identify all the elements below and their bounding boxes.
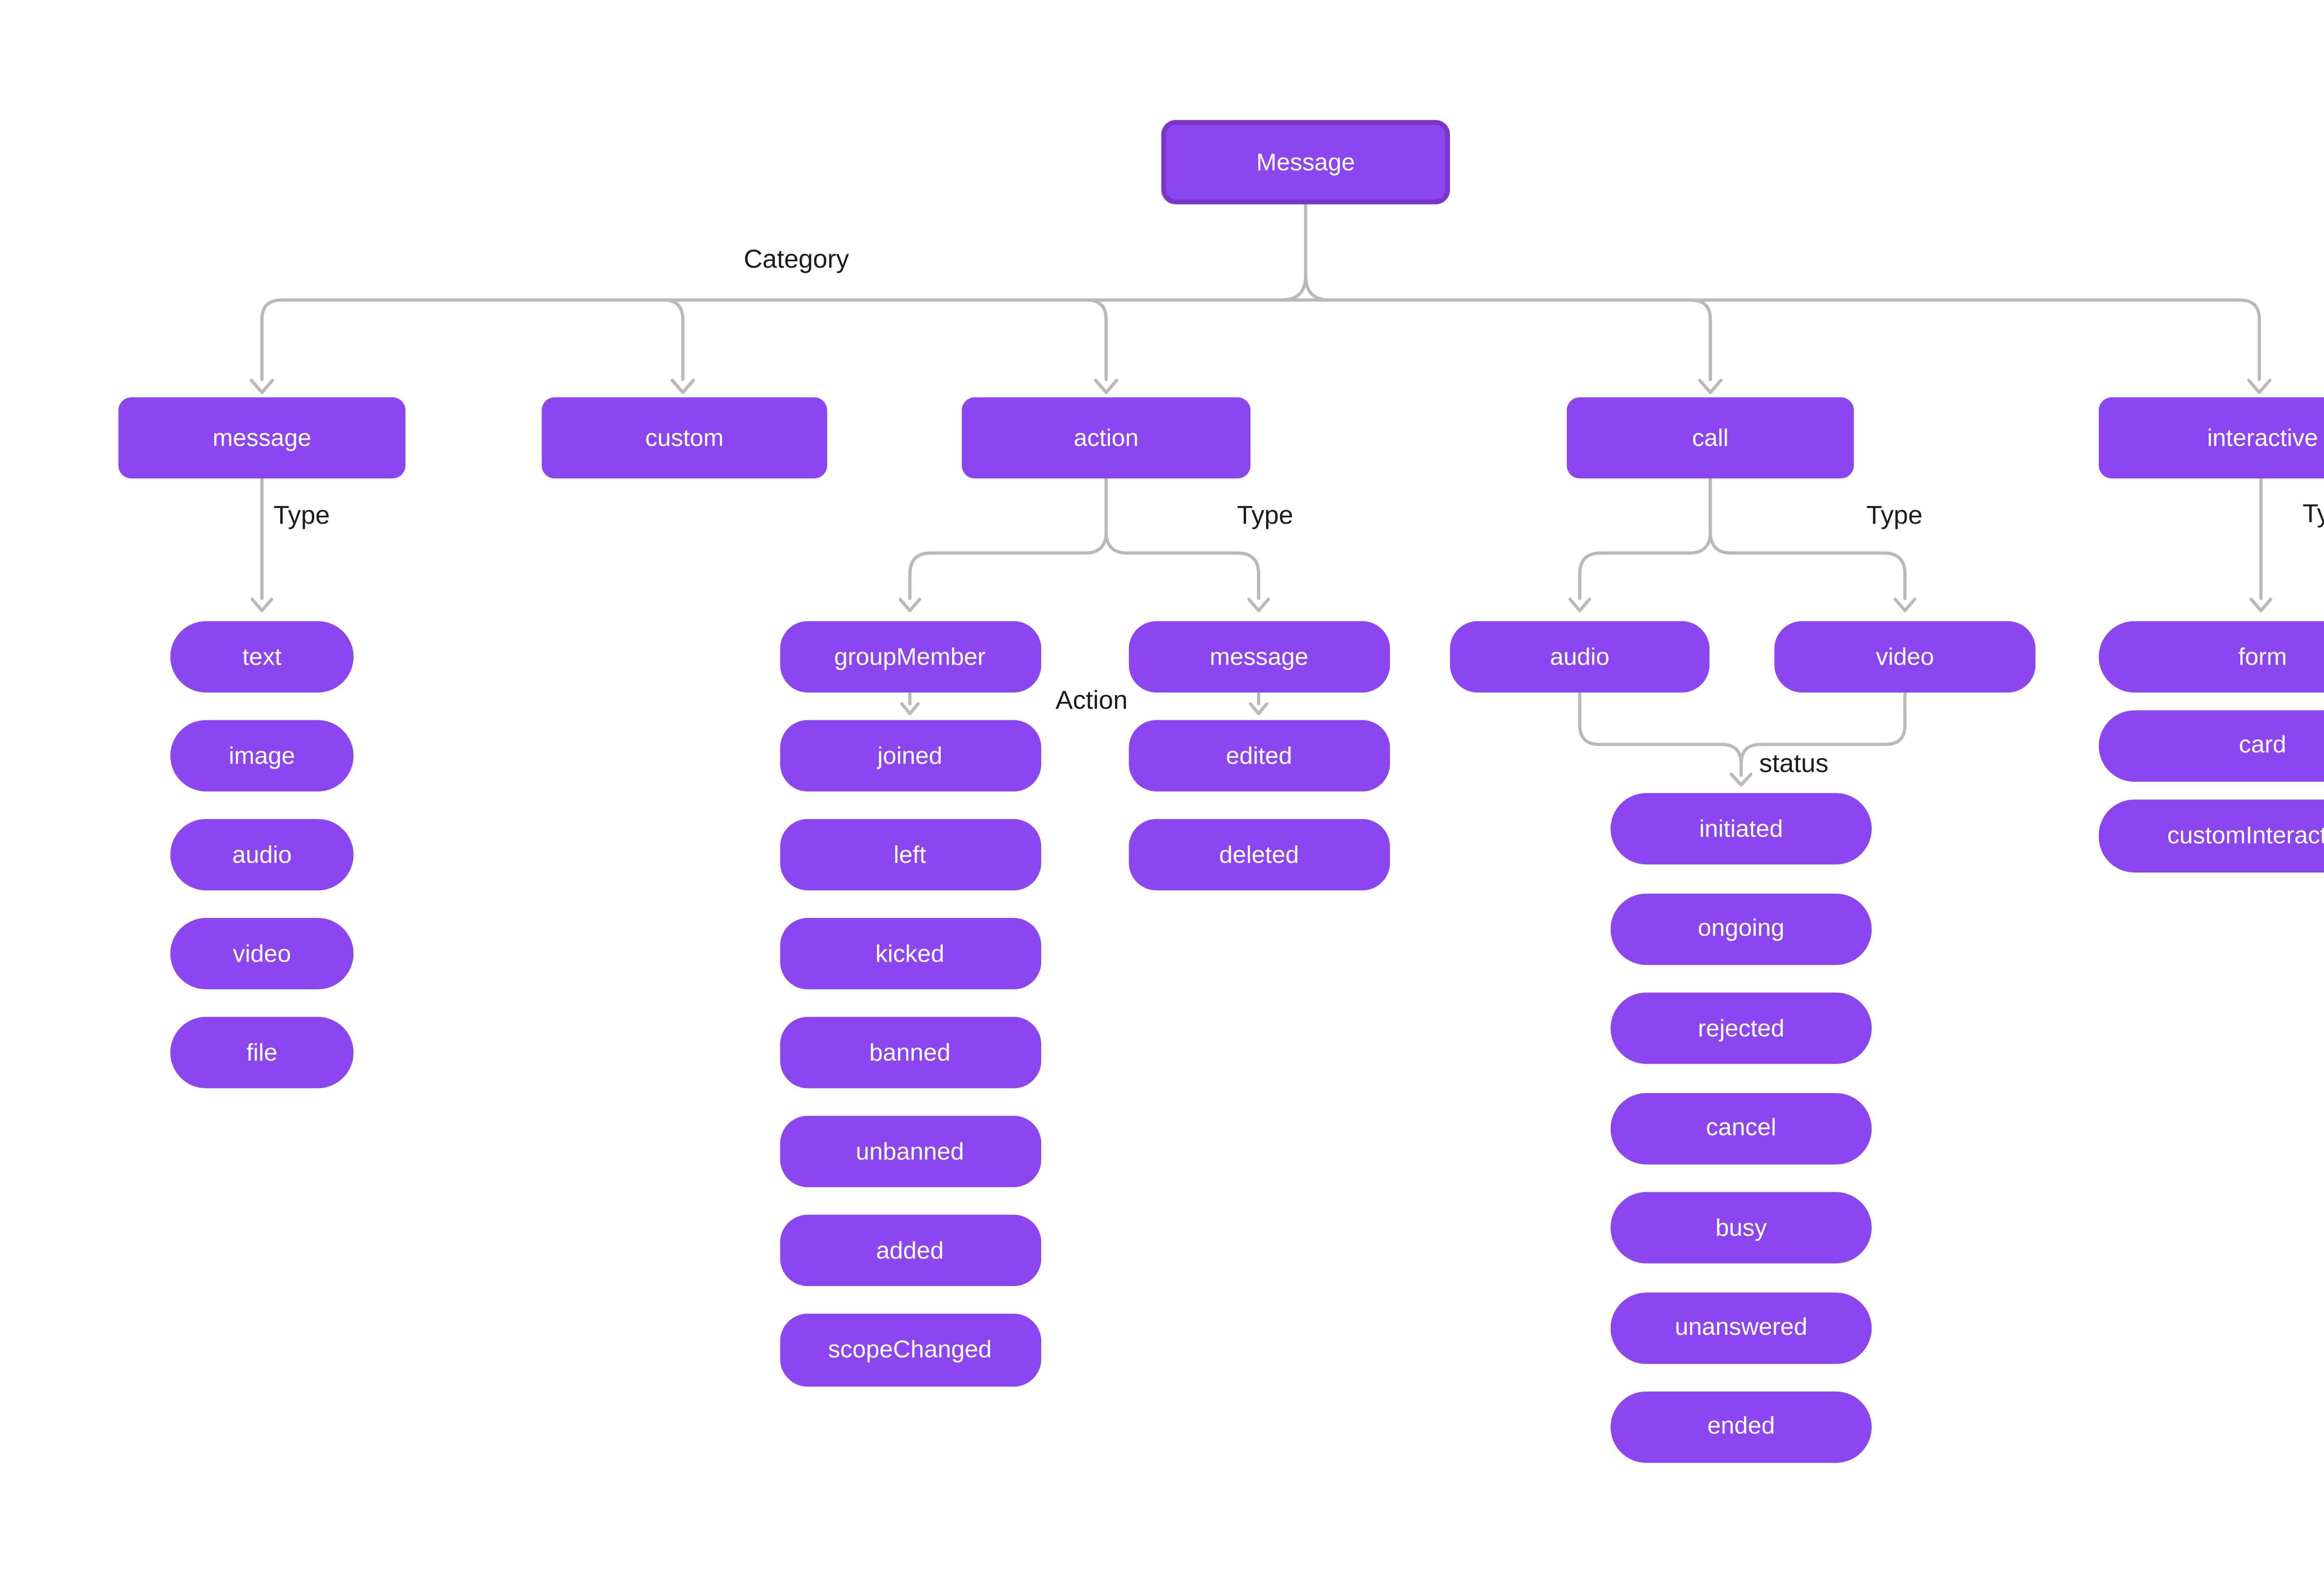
arrowhead — [1698, 378, 1723, 394]
arrowhead — [1247, 597, 1270, 613]
edge-action-split-right — [1104, 476, 1261, 600]
node-interactive-type-card: card — [2099, 709, 2324, 781]
node-call-type-video: video — [1774, 621, 2036, 693]
edge-call-merge-right — [1739, 691, 1907, 766]
edge-call-split-right — [1709, 476, 1907, 600]
edge-label-type-interactive: Type — [2302, 501, 2324, 529]
node-groupmember-action-left: left — [779, 819, 1041, 890]
node-message-type-audio: audio — [170, 819, 354, 890]
node-groupmember-action-scopechanged: scopeChanged — [779, 1313, 1041, 1387]
edge-call-merge-left — [1578, 691, 1743, 766]
arrowhead — [898, 597, 922, 613]
node-message-type-video: video — [170, 918, 354, 989]
arrowhead — [1730, 772, 1753, 787]
edge-root-flare-right — [1304, 274, 1332, 302]
arrowhead — [1568, 597, 1591, 613]
node-message-type-text: text — [170, 621, 354, 693]
edge-category-rail — [260, 298, 2261, 321]
arrowhead — [670, 378, 695, 394]
node-message-type-image: image — [170, 720, 354, 792]
node-groupmember-action-banned: banned — [779, 1016, 1041, 1088]
node-action-type-groupmember: groupMember — [779, 621, 1041, 693]
node-groupmember-action-added: added — [779, 1214, 1041, 1286]
node-category-call: call — [1566, 397, 1854, 479]
arrowhead — [1248, 702, 1268, 715]
node-call-status-busy: busy — [1611, 1192, 1872, 1264]
node-call-status-rejected: rejected — [1611, 992, 1872, 1064]
node-action-type-message: message — [1128, 621, 1390, 693]
edge-drop-call — [1689, 298, 1712, 382]
arrowhead — [900, 702, 920, 715]
node-groupmember-action-unbanned: unbanned — [779, 1115, 1041, 1187]
edge-drop-custom — [661, 298, 685, 382]
edge-drop-action — [1085, 298, 1108, 382]
arrowhead — [2247, 378, 2272, 394]
arrowhead — [251, 597, 273, 613]
node-call-status-cancel: cancel — [1611, 1092, 1872, 1164]
edge-action-split-left — [908, 476, 1108, 600]
node-call-status-ongoing: ongoing — [1611, 892, 1872, 964]
node-message-action-deleted: deleted — [1128, 819, 1390, 890]
arrowhead — [2249, 597, 2272, 613]
edge-label-action: Action — [1055, 687, 1128, 715]
node-call-status-unanswered: unanswered — [1611, 1292, 1872, 1363]
edge-call-split-left — [1578, 476, 1712, 600]
edge-label-status: status — [1759, 751, 1829, 778]
node-groupmember-action-kicked: kicked — [779, 918, 1041, 989]
node-call-type-audio: audio — [1450, 621, 1710, 693]
node-groupmember-action-joined: joined — [779, 720, 1041, 792]
edge-label-type-message: Type — [273, 502, 330, 531]
node-message-action-edited: edited — [1128, 720, 1390, 792]
edge-label-type-action: Type — [1237, 502, 1294, 531]
arrowhead — [1893, 597, 1916, 613]
node-message-type-file: file — [170, 1016, 354, 1088]
node-root-message: Message — [1161, 120, 1450, 204]
edge-root-flare-left — [1280, 274, 1307, 302]
node-category-action: action — [962, 397, 1251, 479]
node-call-status-ended: ended — [1611, 1391, 1872, 1462]
arrowhead — [250, 378, 274, 394]
node-category-message: message — [118, 397, 406, 479]
node-category-custom: custom — [541, 397, 827, 479]
node-call-status-initiated: initiated — [1611, 793, 1872, 864]
edge-label-category: Category — [744, 246, 849, 274]
edge-label-type-call: Type — [1866, 502, 1923, 531]
node-interactive-type-custominteractive: customInteractive — [2099, 798, 2324, 872]
node-category-interactive: interactive — [2099, 397, 2324, 479]
node-interactive-type-form: form — [2099, 621, 2324, 693]
arrowhead — [1094, 378, 1119, 394]
